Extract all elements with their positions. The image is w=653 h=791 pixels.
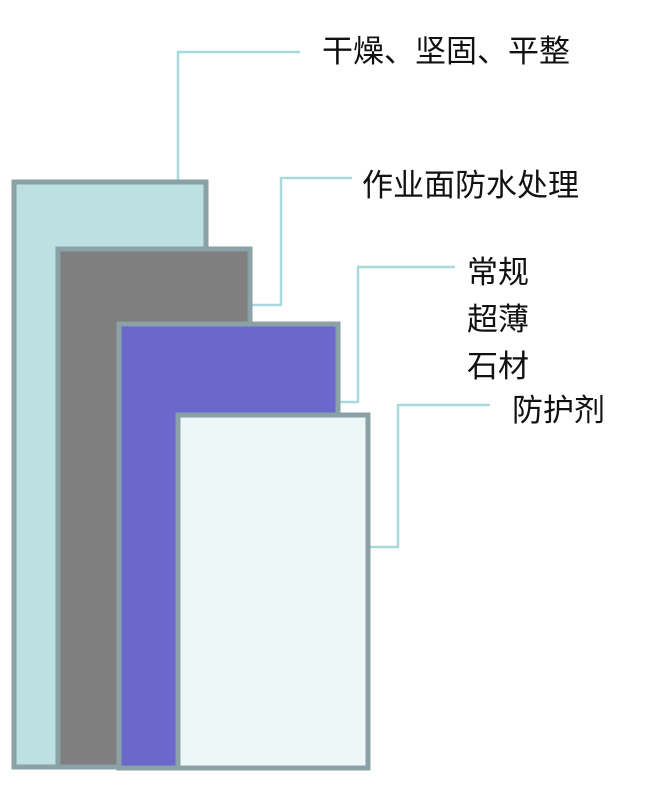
label-protective-agent-line: 防护剂 bbox=[512, 393, 605, 429]
layer-protective-agent bbox=[175, 412, 371, 771]
label-waterproofing-line: 作业面防水处理 bbox=[362, 168, 579, 204]
label-stone-line: 常规 bbox=[467, 255, 529, 291]
leader-line-waterproofing bbox=[251, 176, 352, 307]
label-protective-agent: 防护剂 bbox=[512, 393, 605, 429]
label-stone-line: 超薄 bbox=[467, 302, 529, 338]
leader-line-substrate bbox=[176, 50, 300, 180]
label-stone-line: 石材 bbox=[467, 349, 529, 385]
label-waterproofing: 作业面防水处理 bbox=[362, 168, 579, 204]
label-stone: 常规 超薄 石材 bbox=[467, 255, 539, 385]
label-substrate-line: 干燥、坚固、平整 bbox=[322, 34, 570, 70]
leader-line-protective-agent bbox=[368, 403, 490, 549]
leader-line-stone bbox=[338, 265, 455, 404]
leader-lines bbox=[176, 50, 490, 549]
label-substrate: 干燥、坚固、平整 bbox=[322, 34, 570, 70]
